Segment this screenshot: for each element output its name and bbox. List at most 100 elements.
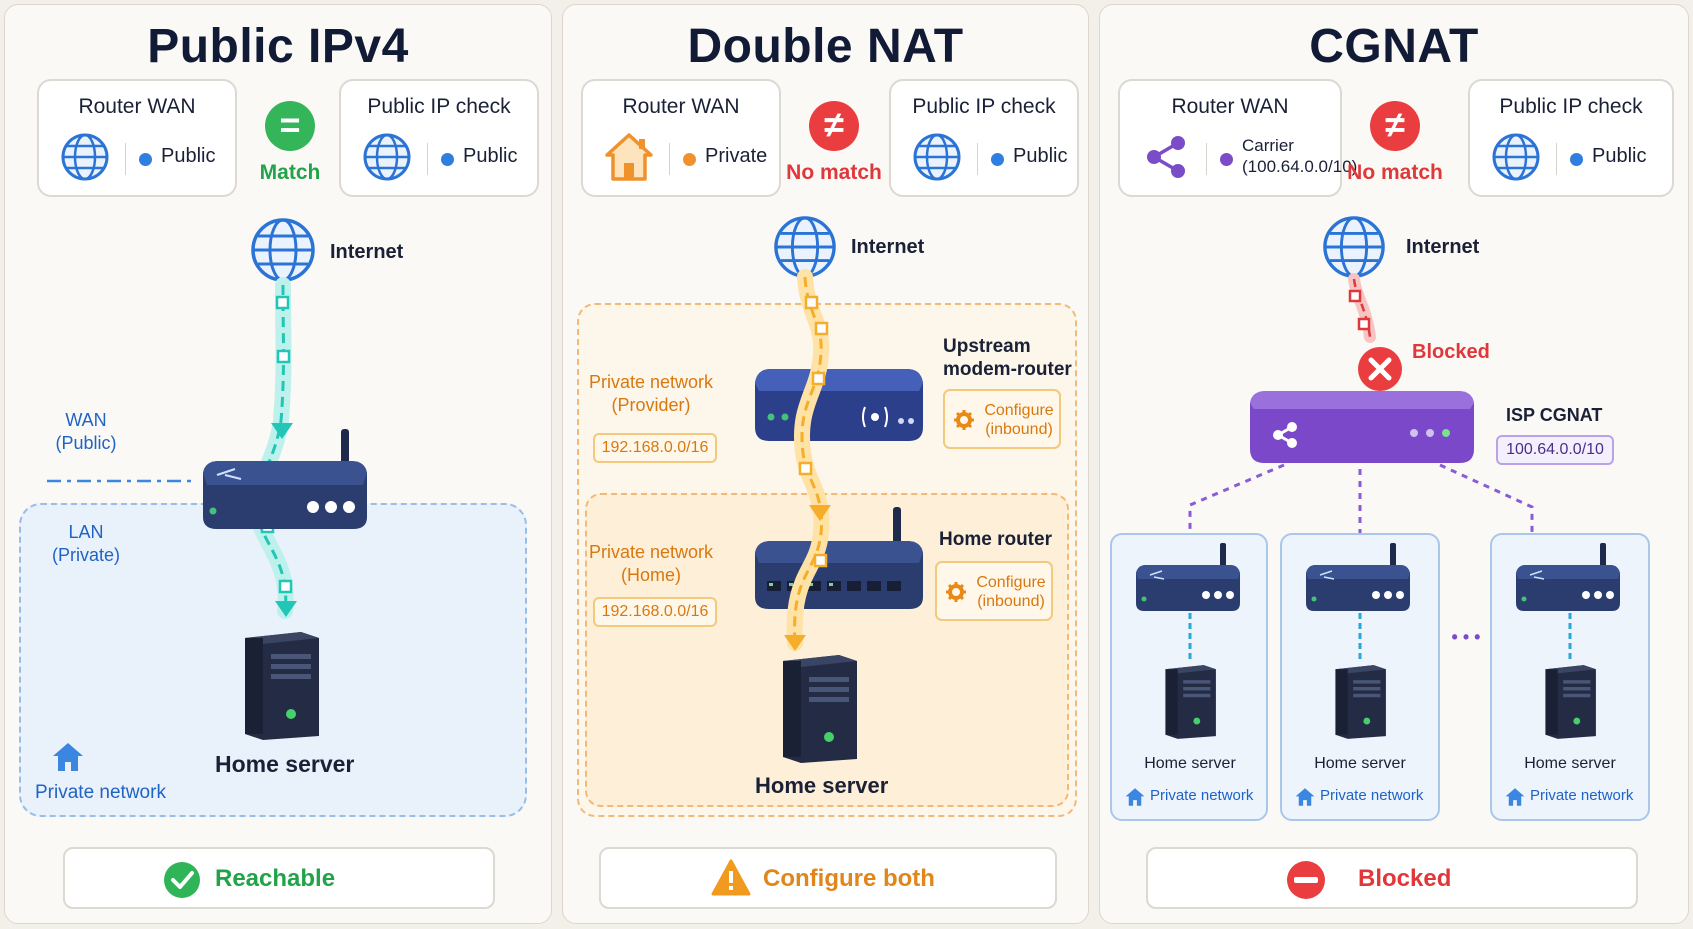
- home-router-label: Home router: [939, 529, 1052, 550]
- status-dot: [441, 153, 454, 166]
- public-ip-card: Public IP check Public: [339, 79, 539, 197]
- blocked-x-icon: [1358, 347, 1402, 391]
- upstream-configure-box: Configure (inbound): [943, 389, 1061, 449]
- public-ip-value: Public: [1592, 145, 1647, 167]
- status-dot: [991, 153, 1004, 166]
- router-wan-value: Carrier (100.64.0.0/10): [1242, 136, 1358, 176]
- provider-network-label: Private network (Provider): [589, 372, 714, 415]
- status-bar: Configure both: [599, 847, 1057, 909]
- panel-double-nat: Double NAT Router WAN Private ≠ No match…: [562, 4, 1089, 924]
- panel-title: Public IPv4: [147, 20, 409, 73]
- router-icon: [203, 429, 367, 529]
- card-title: Router WAN: [78, 95, 196, 118]
- public-ip-card: Public IP check Public: [889, 79, 1079, 197]
- card-title: Public IP check: [367, 95, 511, 118]
- panel-title: Double NAT: [687, 20, 964, 73]
- panel-cgnat: CGNAT Router WAN Carrier (100.64.0.0/10)…: [1099, 4, 1689, 924]
- blocked-label: Blocked: [1412, 341, 1490, 363]
- subscriber-server-label: Home server: [1314, 755, 1406, 772]
- subscriber-private-network-label: Private network: [1530, 787, 1634, 804]
- globe-icon: [913, 133, 961, 181]
- globe-icon: [61, 133, 109, 181]
- no-match-icon: ≠: [1370, 101, 1420, 151]
- divider: [669, 143, 670, 175]
- divider: [427, 143, 428, 175]
- internet-label: Internet: [330, 241, 404, 263]
- status-label: Reachable: [215, 865, 336, 892]
- internet-globe-icon: [251, 218, 315, 282]
- lan-label: LAN (Private): [51, 522, 120, 565]
- subscriber-private-network-label: Private network: [1150, 787, 1254, 804]
- card-title: Router WAN: [1171, 95, 1289, 118]
- router-wan-value: Public: [161, 145, 216, 167]
- isp-cgnat-subnet: 100.64.0.0/10: [1496, 435, 1614, 465]
- wan-lan-boundary: [47, 479, 197, 483]
- globe-icon: [1492, 133, 1540, 181]
- warning-icon: [711, 859, 751, 896]
- router-wan-card: Router WAN Carrier (100.64.0.0/10): [1118, 79, 1357, 197]
- match-label: Match: [259, 161, 321, 184]
- subscriber-server-label: Home server: [1524, 755, 1616, 772]
- subscriber-link: [1568, 613, 1572, 661]
- home-server-label: Home server: [215, 751, 355, 777]
- house-icon: [53, 743, 83, 771]
- card-title: Public IP check: [1499, 95, 1643, 118]
- subscriber-server-icon: [1335, 665, 1386, 739]
- match-icon: =: [265, 101, 315, 151]
- no-match-label: No match: [1347, 161, 1443, 184]
- status-dot: [1570, 153, 1583, 166]
- isp-cgnat-label: ISP CGNAT: [1506, 405, 1603, 425]
- no-match-label: No match: [786, 161, 882, 184]
- internet-label: Internet: [851, 236, 925, 258]
- private-network-label: Private network: [35, 782, 166, 803]
- divider: [125, 143, 126, 175]
- divider: [977, 143, 978, 175]
- card-title: Public IP check: [912, 95, 1056, 118]
- globe-icon: [363, 133, 411, 181]
- home-network-label: Private network (Home): [589, 542, 714, 585]
- divider: [1556, 143, 1557, 175]
- subscriber-server-label: Home server: [1144, 755, 1236, 772]
- subscriber-router-icon: [1516, 543, 1620, 611]
- subscriber-link: [1188, 613, 1192, 661]
- traffic-flow-path: [784, 269, 831, 651]
- panel-title: CGNAT: [1309, 20, 1479, 73]
- subscriber-router-icon: [1306, 543, 1410, 611]
- home-subnet-tag: 192.168.0.0/16: [593, 597, 717, 627]
- public-ip-value: Public: [1013, 145, 1068, 167]
- card-title: Router WAN: [622, 95, 740, 118]
- home-server-label: Home server: [755, 773, 889, 798]
- router-wan-card: Router WAN Public: [37, 79, 237, 197]
- isp-cgnat-icon: [1250, 391, 1474, 463]
- gear-icon: [954, 410, 974, 430]
- house-icon: [605, 133, 653, 181]
- status-dot: [1220, 153, 1233, 166]
- subscriber-server-icon: [1545, 665, 1596, 739]
- status-label: Configure both: [763, 865, 935, 892]
- status-label: Blocked: [1358, 865, 1452, 892]
- subscriber-link: [1358, 613, 1362, 661]
- home-server-icon: [245, 632, 319, 740]
- house-icon: [1295, 788, 1315, 806]
- wan-label: WAN (Public): [55, 410, 117, 453]
- public-ip-card: Public IP check Public: [1468, 79, 1674, 197]
- gear-icon: [946, 582, 966, 602]
- upstream-label: Upstream modem-router: [943, 336, 1072, 380]
- internet-label: Internet: [1406, 236, 1480, 258]
- share-icon: [1147, 136, 1185, 178]
- status-bar: Blocked: [1146, 847, 1638, 909]
- subscriber-server-icon: [1165, 665, 1216, 739]
- status-dot: [683, 153, 696, 166]
- no-match-icon: ≠: [809, 101, 859, 151]
- house-icon: [1125, 788, 1145, 806]
- more-subscribers-ellipsis: • • •: [1451, 627, 1481, 647]
- home-server-icon: [783, 655, 857, 763]
- house-icon: [1505, 788, 1525, 806]
- public-ip-value: Public: [463, 145, 518, 167]
- router-wan-value: Private: [705, 145, 768, 167]
- internet-globe-icon: [1323, 216, 1385, 278]
- no-entry-icon: [1287, 861, 1325, 899]
- panel-public-ipv4: Public IPv4 Router WAN Public = Match Pu…: [4, 4, 552, 924]
